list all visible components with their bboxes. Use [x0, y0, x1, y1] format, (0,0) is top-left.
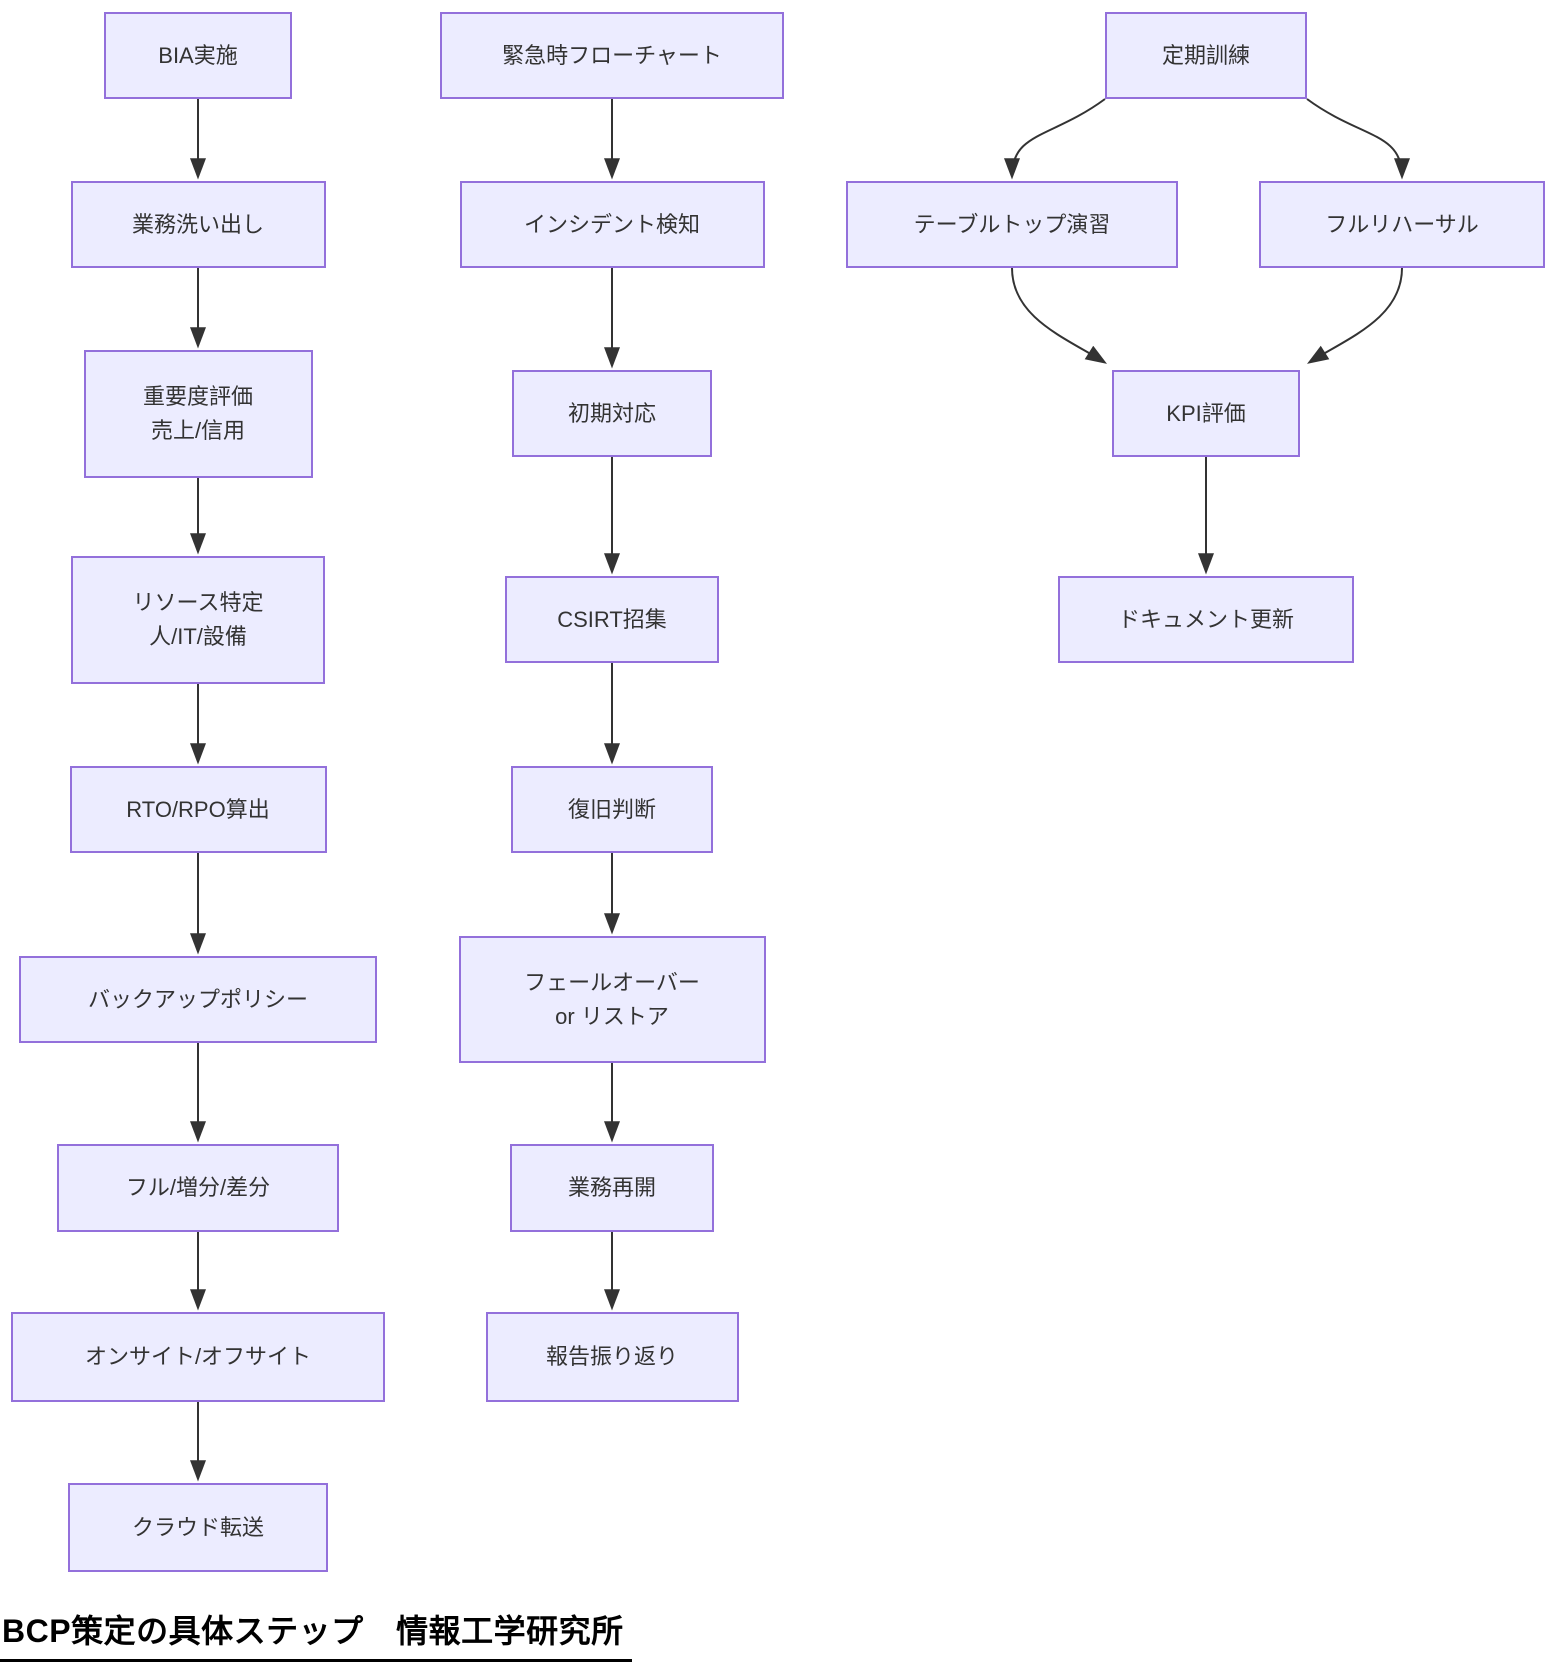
node-label: テーブルトップ演習 — [913, 211, 1111, 237]
node-label: 復旧判断 — [567, 796, 656, 822]
node-csirt: CSIRT招集 — [505, 576, 719, 663]
node-label: リソース特定 — [132, 590, 264, 615]
edge-rehearsal-to-kpi — [1306, 267, 1403, 364]
node-label: BIA実施 — [158, 42, 238, 68]
node-juyodo: 重要度評価売上/信用 — [83, 350, 313, 478]
node-label: フェールオーバー — [524, 969, 700, 995]
node-label: 人/IT/設備 — [149, 624, 247, 649]
node-label: バックアップポリシー — [87, 986, 308, 1012]
node-rto: RTO/RPO算出 — [69, 766, 327, 853]
node-label: 報告振り返り — [545, 1344, 678, 1369]
node-label: 売上/信用 — [150, 418, 246, 443]
node-label: ドキュメント更新 — [1117, 606, 1294, 632]
node-shoki: 初期対応 — [512, 370, 712, 457]
node-label: クラウド転送 — [131, 1514, 264, 1540]
node-label: オンサイト/オフサイト — [84, 1344, 312, 1369]
node-onsite: オンサイト/オフサイト — [11, 1312, 385, 1402]
node-kinkyu: 緊急時フローチャート — [440, 12, 784, 99]
node-resource: リソース特定人/IT/設備 — [71, 556, 325, 684]
node-label: フル/増分/差分 — [125, 1175, 271, 1200]
node-tabletop: テーブルトップ演習 — [846, 181, 1178, 268]
node-teiki: 定期訓練 — [1105, 12, 1307, 99]
edge-tabletop-to-kpi — [1011, 267, 1108, 364]
diagram-title: BCP策定の具体ステップ 情報工学研究所 — [0, 1606, 632, 1662]
node-saikai: 業務再開 — [510, 1144, 714, 1232]
node-kpi: KPI評価 — [1112, 370, 1300, 457]
node-label: 緊急時フローチャート — [502, 42, 722, 68]
node-label: 定期訓練 — [1161, 42, 1250, 68]
node-failover: フェールオーバー or リストア — [458, 936, 766, 1063]
node-houkoku: 報告振り返り — [485, 1312, 739, 1402]
node-bia: BIA実施 — [104, 12, 292, 99]
node-backup: バックアップポリシー — [19, 956, 377, 1043]
node-label: 初期対応 — [567, 400, 656, 426]
node-full: フル/増分/差分 — [57, 1144, 339, 1232]
node-label: 業務洗い出し — [131, 211, 264, 237]
edge-teiki-to-tabletop — [1004, 98, 1106, 180]
node-label: RTO/RPO算出 — [126, 796, 270, 822]
node-fukkyu: 復旧判断 — [511, 766, 713, 853]
node-label: フルリハーサル — [1325, 211, 1479, 237]
node-rehearsal: フルリハーサル — [1259, 181, 1545, 268]
node-label: 重要度評価 — [142, 384, 253, 409]
node-label: CSIRT招集 — [557, 606, 667, 632]
node-gyomu: 業務洗い出し — [70, 181, 326, 268]
node-doc: ドキュメント更新 — [1058, 576, 1354, 663]
node-label: 業務再開 — [567, 1175, 656, 1200]
node-incident: インシデント検知 — [459, 181, 765, 268]
node-label: or リストア — [555, 1003, 669, 1029]
node-label: インシデント検知 — [523, 211, 700, 237]
node-label: KPI評価 — [1166, 400, 1246, 426]
edge-teiki-to-rehearsal — [1306, 98, 1410, 180]
node-cloud: クラウド転送 — [68, 1483, 328, 1572]
